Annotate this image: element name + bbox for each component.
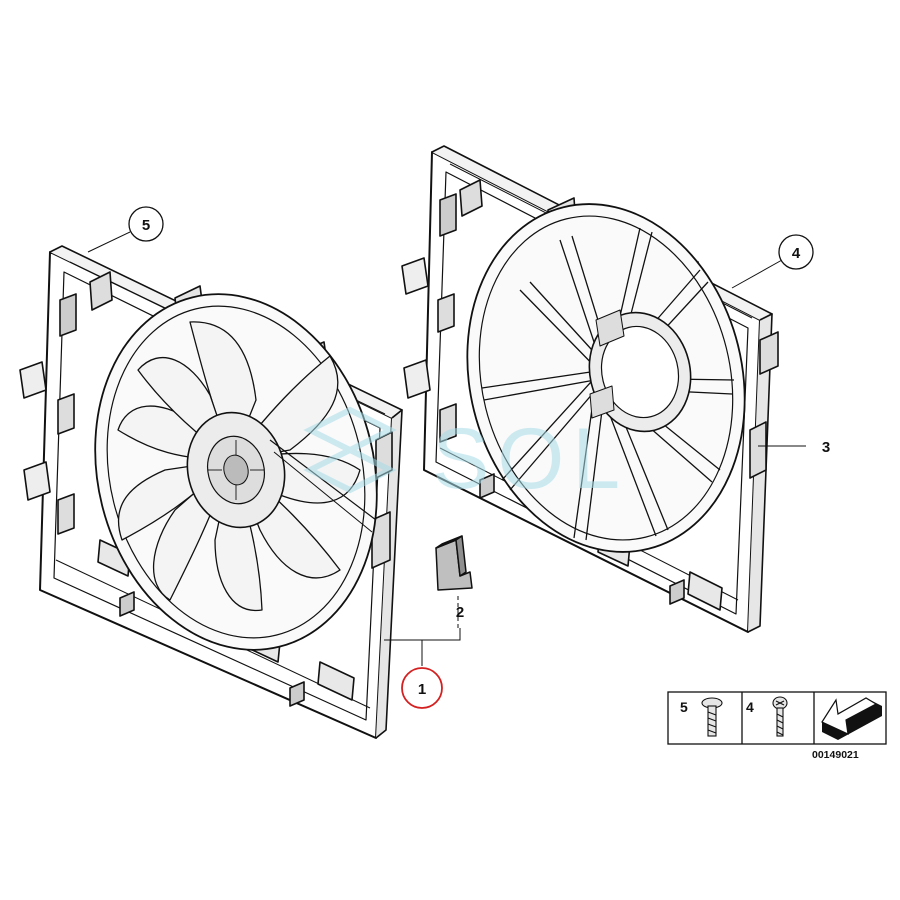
svg-text:5: 5 (680, 699, 688, 715)
callout-4: 4 (778, 234, 814, 270)
svg-text:5: 5 (142, 217, 150, 234)
fan-shroud-right (401, 145, 779, 633)
screw-4-icon (772, 696, 788, 737)
leader-lines (87, 231, 806, 666)
watermark: SOL (303, 406, 628, 507)
screw-5-icon (701, 697, 723, 737)
legend-screw-5: 5 (680, 697, 723, 737)
callout-1: 1 (401, 667, 443, 709)
fan-assembly-left (19, 245, 403, 739)
svg-text:4: 4 (746, 699, 754, 715)
diagram-reference-number: 00149021 (812, 749, 859, 761)
svg-text:1: 1 (418, 681, 426, 698)
svg-text:3: 3 (822, 439, 830, 456)
watermark-text: SOL (432, 411, 628, 507)
front-direction-arrow-icon (821, 697, 882, 740)
callout-5: 5 (128, 206, 164, 242)
callout-2: 2 (456, 604, 464, 621)
legend-screw-4: 4 (746, 696, 788, 737)
svg-text:2: 2 (456, 604, 464, 621)
watermark-logo-icon (303, 406, 397, 494)
bracket-part (435, 535, 473, 591)
highlight-ring (401, 667, 443, 709)
svg-text:4: 4 (792, 245, 801, 262)
callout-3: 3 (822, 439, 830, 456)
fastener-legend: 5 4 (667, 691, 887, 745)
